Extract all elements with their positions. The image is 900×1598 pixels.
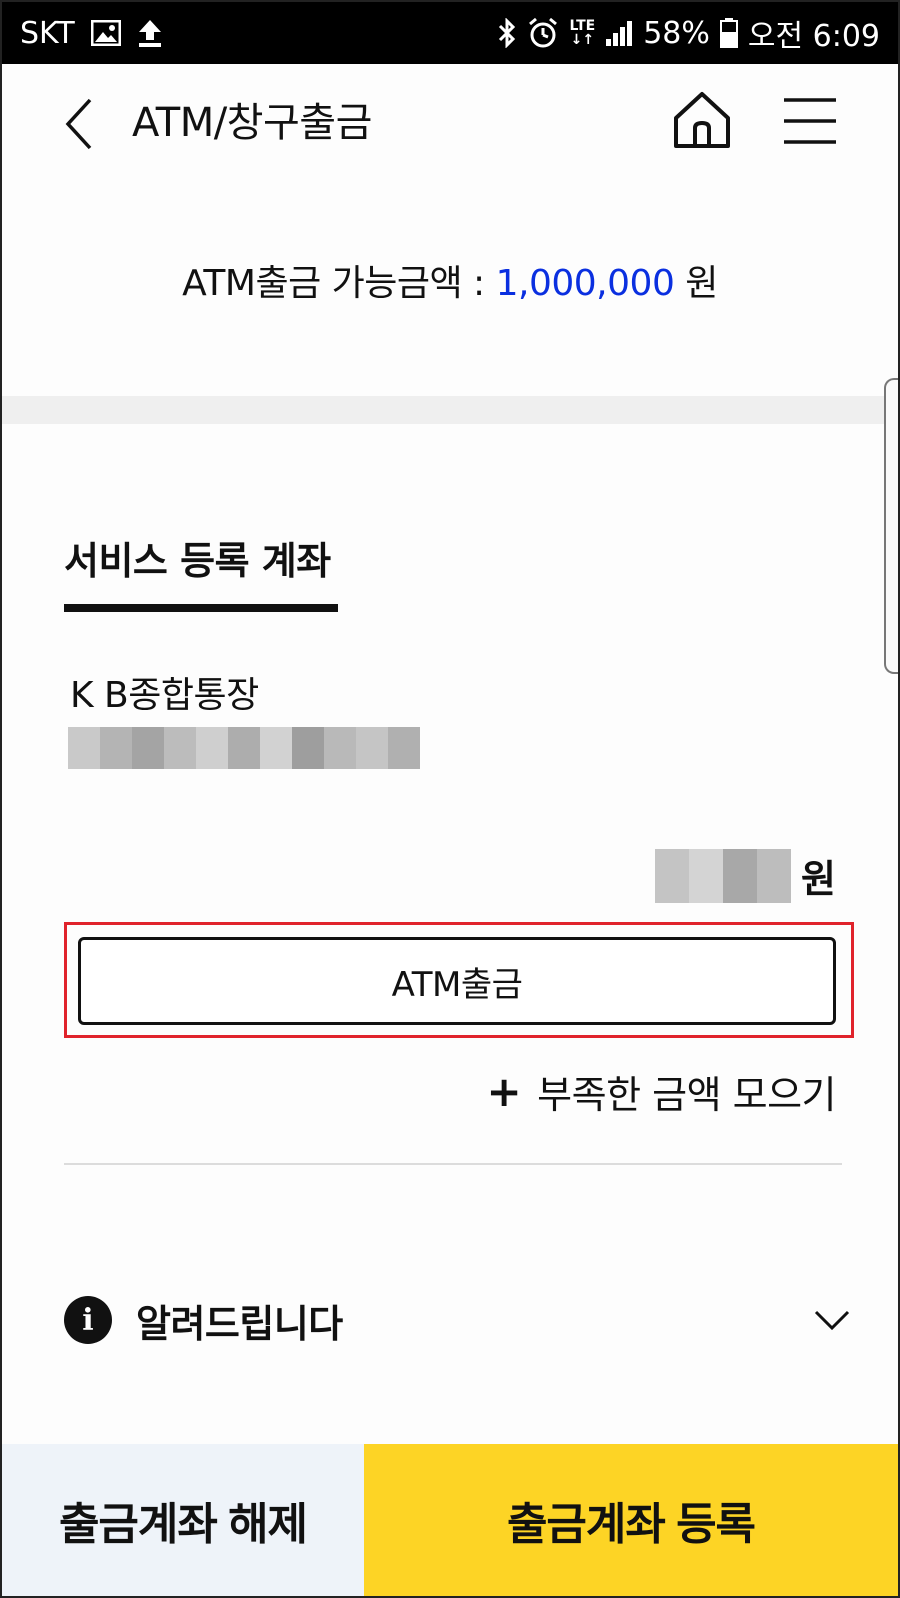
back-button[interactable]	[60, 94, 100, 154]
status-bar: SKT LTE↓↑ 58% 오전 6	[2, 2, 898, 64]
chevron-down-icon	[814, 1310, 850, 1331]
collect-shortfall-label: 부족한 금액 모으기	[537, 1073, 836, 1117]
bluetooth-icon	[497, 18, 517, 48]
masked-account-number	[68, 727, 420, 769]
section-separator	[2, 396, 898, 424]
atm-limit: ATM출금 가능금액 : 1,000,000 원	[2, 254, 898, 306]
alarm-icon	[527, 17, 559, 49]
signal-icon	[605, 19, 633, 47]
plus-icon: +	[486, 1066, 522, 1116]
home-icon	[674, 92, 730, 148]
home-button[interactable]	[670, 88, 734, 152]
menu-icon	[784, 98, 836, 144]
atm-limit-amount: 1,000,000	[495, 263, 675, 304]
battery-icon	[719, 18, 738, 48]
app-header: ATM/창구출금	[2, 64, 898, 186]
register-account-button[interactable]: 출금계좌 등록	[364, 1444, 898, 1596]
atm-limit-unit: 원	[685, 263, 718, 304]
clock: 오전 6:09	[747, 19, 880, 54]
tab-underline	[64, 604, 338, 612]
upload-icon	[137, 18, 163, 48]
account-balance: 원	[655, 848, 836, 903]
highlight-frame	[64, 922, 854, 1038]
balance-unit: 원	[801, 857, 836, 901]
info-icon: i	[64, 1296, 112, 1344]
release-account-button[interactable]: 출금계좌 해제	[2, 1444, 364, 1596]
carrier-label: SKT	[20, 15, 75, 51]
scroll-handle[interactable]	[884, 378, 898, 674]
atm-withdraw-button[interactable]: ATM출금	[78, 937, 836, 1025]
notice-label: 알려드립니다	[136, 1301, 343, 1346]
page-title: ATM/창구출금	[132, 100, 372, 146]
back-icon	[65, 98, 92, 150]
menu-button[interactable]	[782, 96, 838, 146]
account-name: K B종합통장	[70, 675, 259, 716]
divider	[64, 1163, 842, 1165]
image-icon	[90, 20, 121, 46]
collect-shortfall-button[interactable]: + 부족한 금액 모으기	[486, 1064, 836, 1119]
atm-limit-label: ATM출금 가능금액 :	[182, 263, 496, 304]
battery-percent: 58%	[643, 15, 710, 51]
lte-icon: LTE↓↑	[569, 18, 596, 48]
masked-balance	[655, 848, 792, 903]
notice-accordion[interactable]: i 알려드립니다	[64, 1292, 850, 1348]
bottom-action-bar: 출금계좌 해제 출금계좌 등록	[2, 1444, 898, 1596]
tab-service-accounts[interactable]: 서비스 등록 계좌	[64, 539, 331, 583]
